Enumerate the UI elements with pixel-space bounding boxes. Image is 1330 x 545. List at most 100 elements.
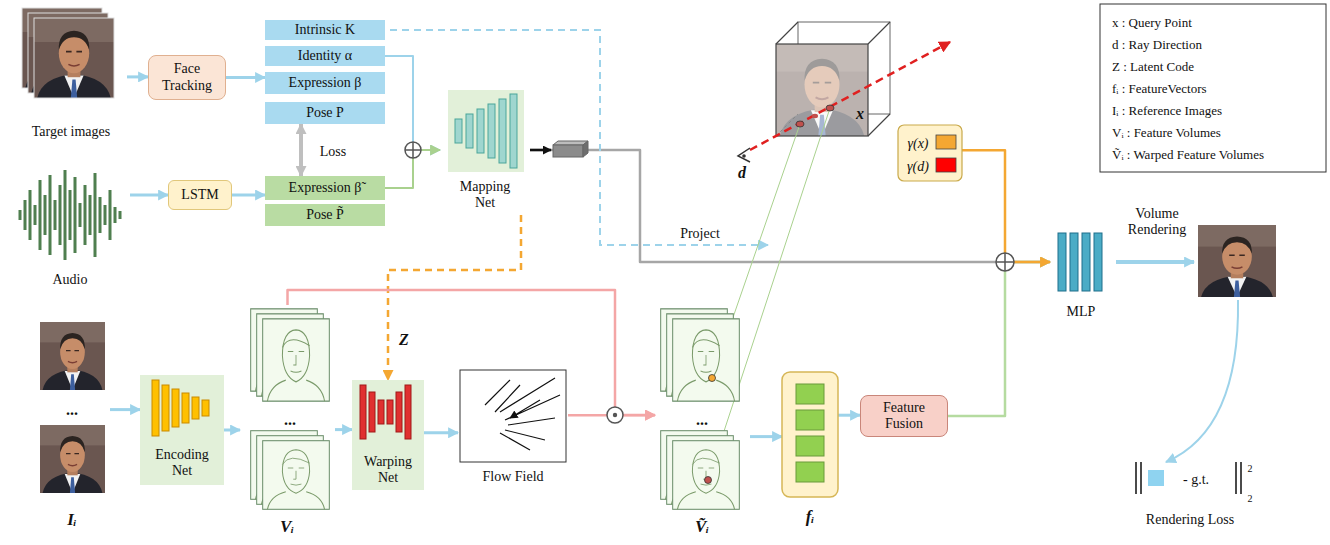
flow-field-plot: [460, 370, 566, 462]
legend-entry: d : Ray Direction: [1112, 38, 1202, 53]
sum-operator: [405, 142, 421, 158]
label-holder: Project: [678, 224, 722, 242]
camera-ray: [796, 121, 804, 127]
node-label: γ(x): [907, 136, 928, 152]
label-holder: Intrinsic K: [265, 20, 385, 40]
label-holder: Vᵢ: [280, 517, 294, 537]
sum-operator: [405, 142, 1014, 271]
label-holder: Ṽᵢ : Warped Feature Volumes: [1112, 145, 1264, 163]
label-holder: Expression β̃: [265, 176, 385, 200]
camera-ray: [812, 114, 818, 118]
label-holder: γ(x): [907, 134, 928, 152]
reference-images: [40, 425, 105, 493]
node-label: Mapping Net: [455, 179, 515, 211]
flow-field-plot: [460, 370, 566, 462]
node-label: Encoding Net: [147, 447, 217, 479]
node-label: Intrinsic K: [295, 22, 355, 38]
feature-vector-column: [796, 462, 824, 482]
label-holder: Z: [397, 331, 411, 349]
label-holder: Flow Field: [482, 467, 543, 485]
legend-frame: [1100, 4, 1326, 172]
warping-net-icon: [360, 385, 366, 439]
feature-volume-stack: [263, 319, 330, 401]
feature-vector-column: [796, 436, 824, 456]
warping-net-icon: [369, 392, 375, 432]
sample-leader-lines: [708, 108, 830, 480]
connector: [127, 75, 148, 78]
symbol-label: d: [738, 164, 746, 182]
warping-net-icon: [378, 400, 384, 424]
feature-vector-column: [782, 372, 838, 497]
connector: [838, 414, 860, 417]
node-label: Face Tracking: [153, 61, 221, 93]
volume-cube: [776, 114, 798, 136]
network-block: Encoding Net: [140, 375, 224, 485]
label-holder: ...: [284, 411, 296, 429]
sum-operator: [996, 253, 1014, 271]
node-label: LSTM: [181, 187, 218, 203]
encoding-swatches: [936, 135, 956, 149]
camera-ray: [738, 148, 750, 162]
feature-vector-column: [796, 410, 824, 430]
render-output: [1116, 260, 1194, 264]
label-holder: MLP: [1067, 302, 1096, 320]
formula-exponent: 2: [1248, 463, 1253, 475]
ellipsis: ...: [284, 411, 296, 429]
feature-volume-stack: [263, 441, 330, 510]
volume-cube: [776, 44, 868, 136]
mapping-net-icon: [466, 114, 473, 148]
label-holder: x: [856, 105, 864, 123]
warped-volume-stack: [673, 319, 740, 401]
label-holder: 2: [1248, 458, 1253, 476]
label-holder: 2: [1248, 488, 1253, 506]
encoding-swatches: [898, 125, 962, 181]
connector: [110, 408, 140, 411]
process-box: Feature Fusion: [860, 395, 948, 437]
node-label: Vᵢ: [280, 517, 294, 537]
product-operator: [607, 407, 623, 423]
project-dashed-line: [390, 30, 768, 245]
label-holder: d : Ray Direction: [1112, 35, 1202, 53]
label-holder: Target images: [32, 122, 110, 140]
image-stack: Target images: [15, 8, 127, 138]
ellipsis: ...: [66, 401, 78, 419]
node-label: γ(d): [907, 159, 929, 175]
connector: [232, 194, 265, 197]
connector: [424, 431, 458, 434]
loss-formula: [1148, 470, 1164, 486]
step-label: Volume Rendering: [1117, 206, 1197, 238]
sum-operator: [996, 253, 1014, 271]
product-operator: [607, 407, 623, 423]
edge-label: Loss: [318, 144, 348, 160]
label-holder: fᵢ: [806, 507, 815, 527]
label-holder: Volume Rendering: [1117, 206, 1197, 238]
node-label: Feature Fusion: [865, 400, 943, 432]
label-holder: ...: [66, 401, 78, 419]
warped-volume-stack: [709, 375, 716, 382]
label-holder: Expression β: [265, 72, 385, 94]
reference-images: [40, 322, 105, 493]
label-holder: Z : Latent Code: [1112, 57, 1194, 75]
label-holder: Encoding Net: [147, 447, 217, 479]
legend-entry: Vᵢ : Feature Volumes: [1112, 126, 1221, 141]
sample-leader-lines: [708, 108, 830, 480]
flow-field: Flow Field: [458, 368, 568, 486]
encoding-net-icon: [172, 389, 179, 427]
warping-net-icon: [352, 380, 424, 490]
project-dashed-line: [390, 30, 768, 245]
encoding-net-icon: [202, 400, 209, 416]
feature-volume-stack: [251, 309, 330, 509]
network-block: Warping Net: [352, 380, 424, 490]
encoding-net-icon: [152, 380, 159, 436]
latent-code-bar: [530, 149, 551, 152]
loss-formula: [1136, 462, 1241, 494]
node-label: Iᵢ: [67, 510, 77, 530]
ellipsis: ...: [696, 411, 708, 429]
encoding-box: γ(x) γ(d): [898, 125, 962, 181]
node-label: Expression β: [289, 75, 362, 91]
connector: [224, 429, 240, 432]
label-holder: d: [738, 164, 746, 182]
mapping-net-icon: [477, 109, 484, 153]
connector: [962, 150, 1050, 262]
